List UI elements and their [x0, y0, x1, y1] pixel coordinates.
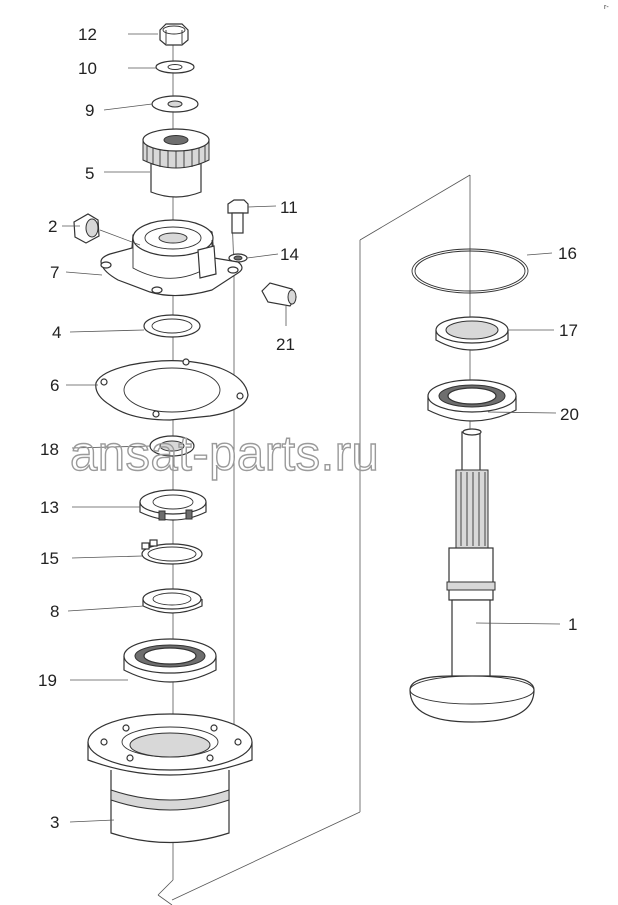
callout-4: 4 — [52, 323, 61, 342]
callout-5: 5 — [85, 164, 94, 183]
part-tab-washer — [141, 539, 203, 565]
part-gasket — [95, 358, 249, 421]
callout-3: 3 — [50, 813, 59, 832]
part-fitting-left — [73, 213, 100, 244]
part-spacer — [142, 588, 203, 614]
callout-8: 8 — [50, 602, 59, 621]
part-slotted-nut — [139, 489, 207, 521]
part-gear-sleeve — [142, 128, 210, 198]
part-bearing-left — [123, 638, 217, 683]
callout-20: 20 — [560, 405, 579, 424]
part-fitting-right — [261, 282, 297, 307]
callout-10: 10 — [78, 59, 97, 78]
part-bearing-right — [427, 379, 517, 422]
part-lock-washer — [155, 60, 195, 74]
part-nut — [159, 23, 189, 46]
callout-labels: 12 10 9 5 2 11 14 7 4 21 6 18 13 15 8 19… — [38, 25, 579, 832]
callout-2: 2 — [48, 217, 57, 236]
callout-9: 9 — [85, 101, 94, 120]
part-o-ring — [411, 248, 529, 294]
part-seal — [149, 435, 195, 457]
callout-11: 11 — [280, 198, 298, 217]
callout-14: 14 — [280, 245, 299, 264]
callout-12: 12 — [78, 25, 97, 44]
callout-21: 21 — [276, 335, 295, 354]
callout-18: 18 — [40, 440, 59, 459]
callout-1: 1 — [568, 615, 577, 634]
callout-16: 16 — [558, 244, 577, 263]
watermark-text: ansat-parts.ru — [70, 427, 379, 481]
callout-17: 17 — [559, 321, 578, 340]
callout-13: 13 — [40, 498, 59, 517]
callout-19: 19 — [38, 671, 57, 690]
part-shaft — [409, 428, 535, 723]
part-bolt — [227, 199, 249, 234]
part-small-washer — [228, 253, 248, 263]
callout-15: 15 — [40, 549, 59, 568]
part-ring-upper — [143, 314, 201, 338]
part-housing — [100, 219, 243, 297]
callout-6: 6 — [50, 376, 59, 395]
callout-leaders — [62, 33, 561, 823]
part-base-housing — [87, 713, 253, 844]
part-washer — [151, 95, 199, 113]
callout-7: 7 — [50, 263, 59, 282]
part-seal-ring — [435, 316, 509, 351]
corner-mark: r- — [604, 4, 609, 11]
